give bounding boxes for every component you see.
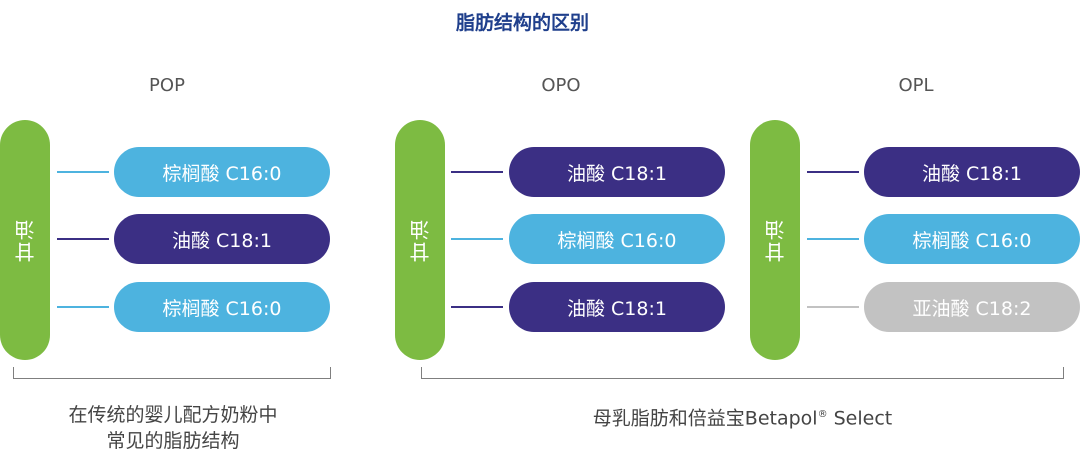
caption-betapol-suffix: Select bbox=[827, 407, 893, 430]
group-label-opo: OPO bbox=[541, 75, 581, 96]
bracket-right bbox=[421, 367, 1064, 379]
fatty-acid-pill: 油酸 C18:1 bbox=[509, 147, 725, 197]
glycerol-bar: 甘油 bbox=[750, 120, 800, 360]
caption-betapol: 母乳脂肪和倍益宝Betapol® Select bbox=[421, 402, 1064, 431]
caption-traditional-line1: 在传统的婴儿配方奶粉中 bbox=[68, 404, 278, 426]
connector-line bbox=[57, 238, 109, 240]
glycerol-label: 甘油 bbox=[763, 218, 788, 262]
fatty-acid-pill: 棕榈酸 C16:0 bbox=[114, 282, 330, 332]
connector-line bbox=[807, 171, 859, 173]
glycerol-bar: 甘油 bbox=[0, 120, 50, 360]
fatty-acid-pill: 棕榈酸 C16:0 bbox=[509, 214, 725, 264]
connector-line bbox=[451, 171, 503, 173]
group-label-opl: OPL bbox=[898, 75, 934, 96]
bracket-left bbox=[13, 367, 331, 379]
registered-mark: ® bbox=[817, 409, 828, 420]
glycerol-label: 甘油 bbox=[408, 218, 433, 262]
connector-line bbox=[807, 306, 859, 308]
fatty-acid-pill: 棕榈酸 C16:0 bbox=[864, 214, 1080, 264]
glycerol-bar: 甘油 bbox=[395, 120, 445, 360]
diagram-title: 脂肪结构的区别 bbox=[455, 12, 589, 34]
glycerol-label: 甘油 bbox=[13, 218, 38, 262]
caption-betapol-prefix: 母乳脂肪和倍益宝Betapol bbox=[592, 407, 818, 430]
connector-line bbox=[451, 306, 503, 308]
fatty-acid-pill: 亚油酸 C18:2 bbox=[864, 282, 1080, 332]
fatty-acid-pill: 油酸 C18:1 bbox=[509, 282, 725, 332]
connector-line bbox=[57, 306, 109, 308]
fatty-acid-pill: 油酸 C18:1 bbox=[864, 147, 1080, 197]
group-label-pop: POP bbox=[149, 75, 185, 96]
fatty-acid-pill: 油酸 C18:1 bbox=[114, 214, 330, 264]
connector-line bbox=[451, 238, 503, 240]
fatty-acid-pill: 棕榈酸 C16:0 bbox=[114, 147, 330, 197]
connector-line bbox=[57, 171, 109, 173]
caption-traditional: 在传统的婴儿配方奶粉中 常见的脂肪结构 bbox=[14, 402, 332, 454]
caption-traditional-line2: 常见的脂肪结构 bbox=[106, 430, 240, 452]
connector-line bbox=[807, 238, 859, 240]
